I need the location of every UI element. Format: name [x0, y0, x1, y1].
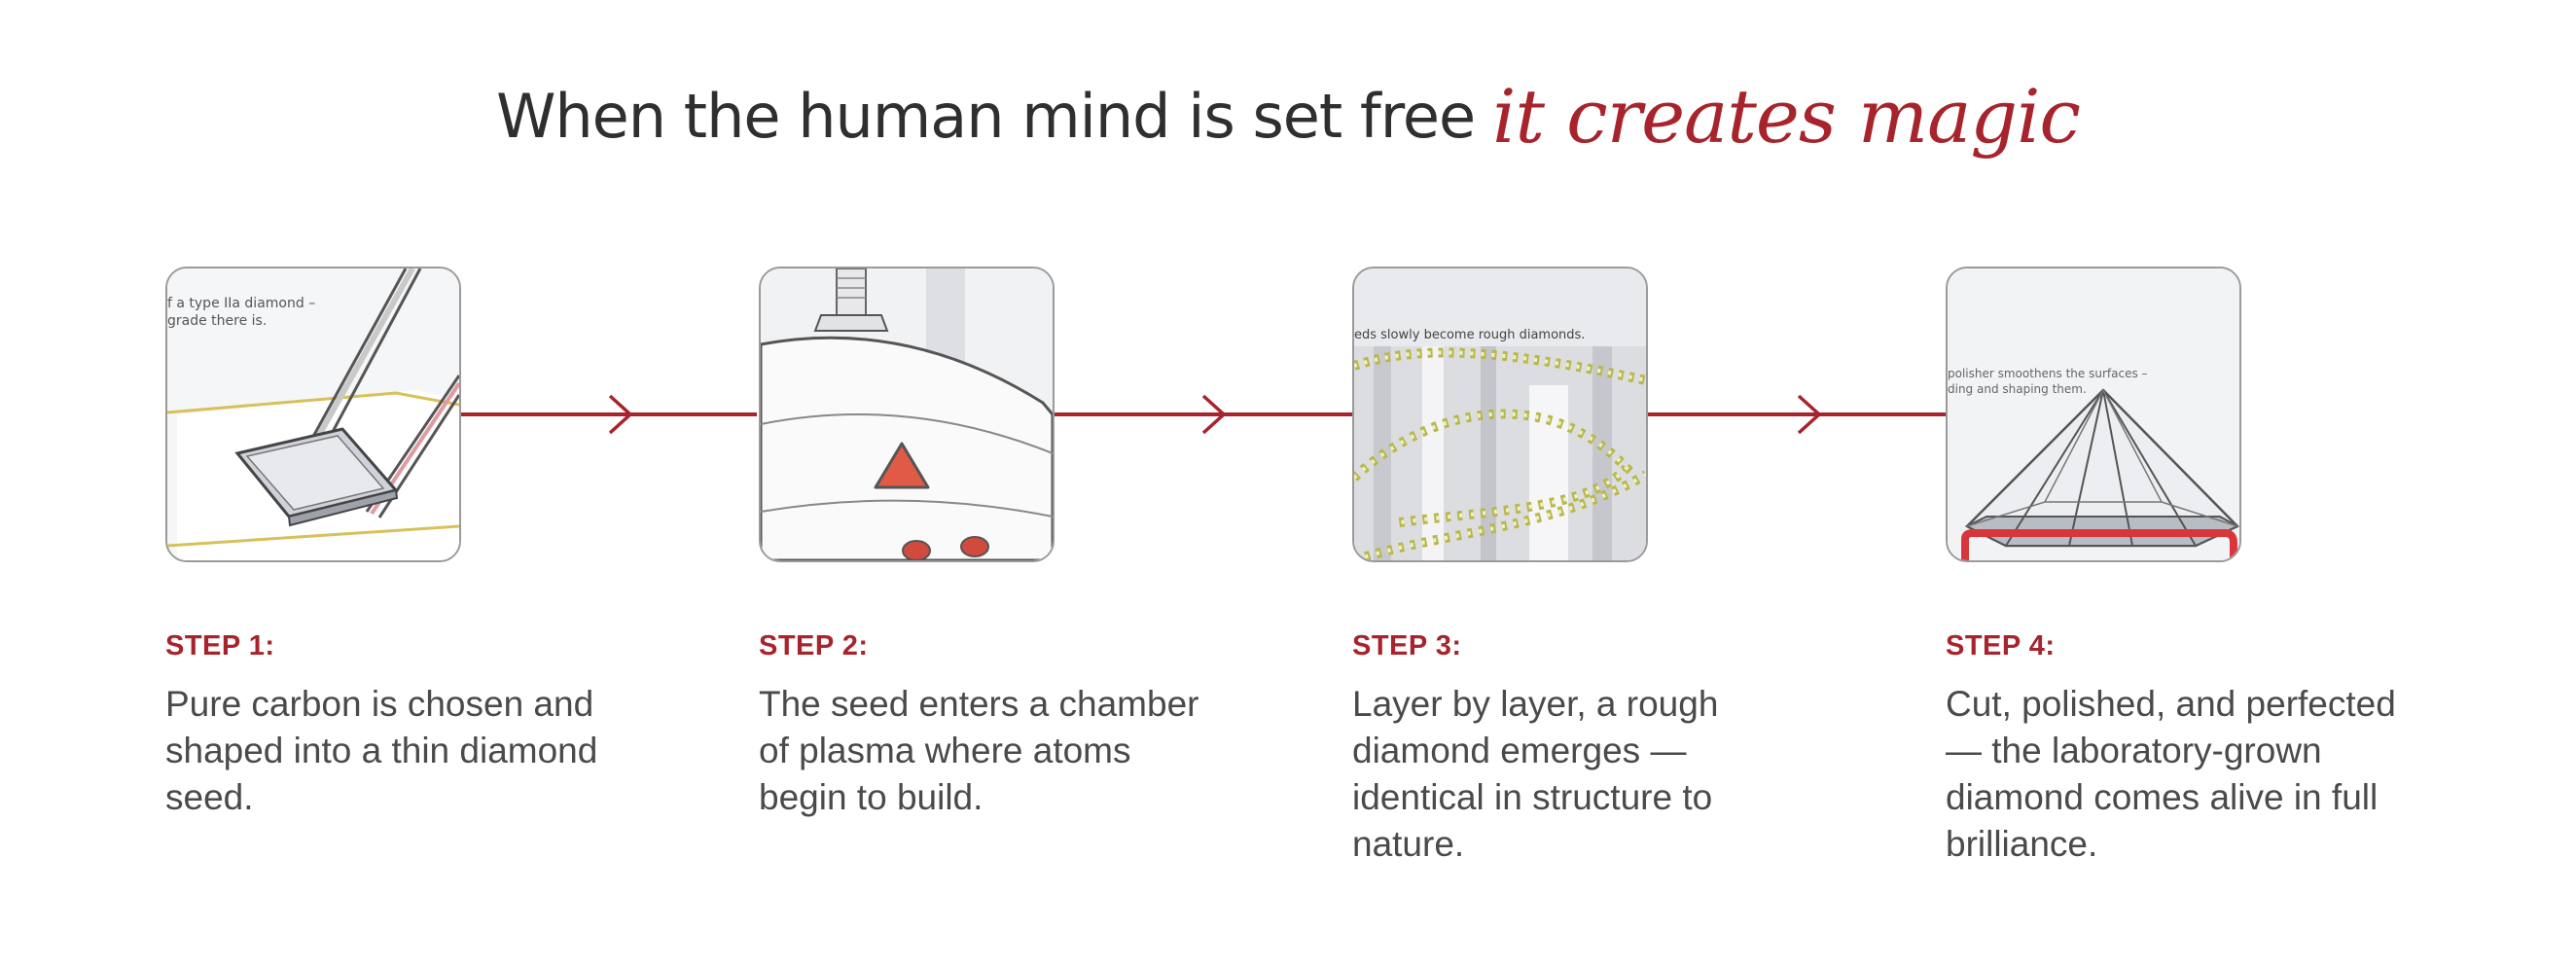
- arrow-right-icon: [608, 394, 633, 435]
- step-2-image: [759, 267, 1055, 562]
- image-caption: polisher smoothens the surfaces –: [1948, 367, 2148, 380]
- step-2-description: The seed enters a chamber of plasma wher…: [759, 684, 1199, 817]
- step-4-description: Cut, polished, and perfected — the labor…: [1946, 684, 2396, 864]
- cut-diamond-icon: polisher smoothens the surfaces – ding a…: [1948, 268, 2239, 560]
- connector-line-3: [1648, 412, 1948, 416]
- plasma-chamber-icon: [761, 268, 1053, 560]
- step-2-label: STEP 2:: [759, 630, 869, 661]
- title-script: it creates magic: [1492, 73, 2081, 160]
- tweezers-seed-icon: f a type IIa diamond – grade there is.: [167, 268, 459, 560]
- connector-line-2: [1053, 412, 1352, 416]
- image-caption: f a type IIa diamond –: [167, 296, 315, 311]
- step-4-label: STEP 4:: [1946, 630, 2056, 661]
- title-plain: When the human mind is set free: [496, 81, 1476, 152]
- step-3-label: STEP 3:: [1352, 630, 1462, 661]
- image-caption: ding and shaping them.: [1948, 382, 2087, 396]
- step-1-label: STEP 1:: [165, 630, 275, 661]
- step-3-description: Layer by layer, a rough diamond emerges …: [1352, 684, 1719, 864]
- rough-diamonds-icon: eds slowly become rough diamonds.: [1354, 268, 1646, 560]
- arrow-right-icon: [1797, 394, 1822, 435]
- step-4-image: polisher smoothens the surfaces – ding a…: [1946, 267, 2241, 562]
- image-caption: grade there is.: [167, 313, 267, 329]
- connector-line-1: [459, 412, 757, 416]
- step-3-image: eds slowly become rough diamonds.: [1352, 267, 1648, 562]
- step-1-image: f a type IIa diamond – grade there is.: [165, 267, 461, 562]
- step-1-description: Pure carbon is chosen and shaped into a …: [165, 684, 598, 817]
- arrow-right-icon: [1201, 394, 1227, 435]
- image-caption: eds slowly become rough diamonds.: [1354, 328, 1585, 342]
